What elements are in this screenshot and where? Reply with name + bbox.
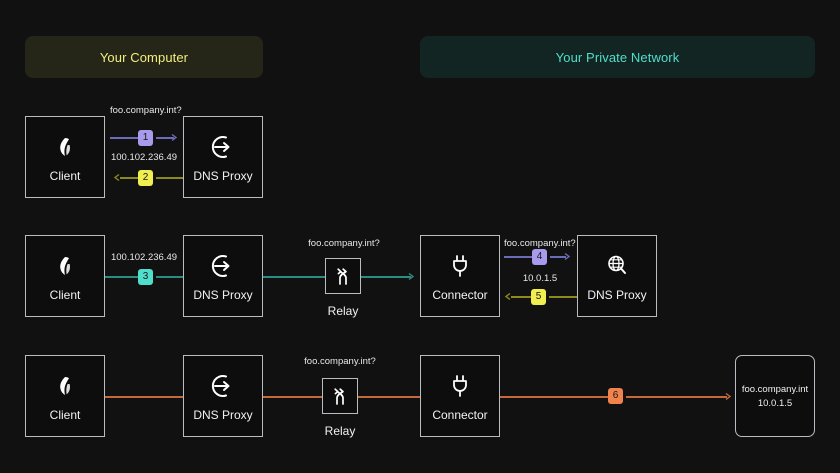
node-label: Client <box>49 168 81 183</box>
edge-label: foo.company.int? <box>308 238 380 249</box>
arrow-head-icon <box>725 392 732 401</box>
edge-label: foo.company.int? <box>110 105 182 116</box>
banner-your-computer: Your Computer <box>25 36 263 78</box>
node-client-row3: Client <box>25 355 105 437</box>
shuffle-arrows-icon <box>330 386 350 406</box>
edge-line <box>156 177 183 179</box>
step-badge-4: 4 <box>532 249 547 265</box>
edge-line <box>105 396 183 398</box>
edge-line <box>500 396 608 398</box>
node-relay-label: Relay <box>327 304 359 318</box>
node-label: Client <box>49 407 81 422</box>
node-label: DNS Proxy <box>193 168 253 183</box>
edge-line <box>504 256 532 258</box>
edge-line <box>156 137 174 139</box>
endpoint-ip: 10.0.1.5 <box>757 397 793 409</box>
node-label: DNS Proxy <box>193 287 253 302</box>
node-dns-proxy-row2: DNS Proxy <box>183 235 263 317</box>
edge-line <box>511 296 531 298</box>
node-connector-row2: Connector <box>420 235 500 317</box>
node-connector-row3: Connector <box>420 355 500 437</box>
edge-line <box>263 396 322 398</box>
edge-line <box>156 276 183 278</box>
node-client-row1: Client <box>25 116 105 198</box>
edge-label: foo.company.int? <box>504 238 576 249</box>
banner-your-private-network: Your Private Network <box>420 36 815 78</box>
arrow-head-icon <box>113 173 120 182</box>
node-label: DNS Proxy <box>193 407 253 422</box>
globe-search-icon <box>604 251 630 281</box>
arrow-into-circle-icon <box>210 132 236 162</box>
edge-line <box>626 396 727 398</box>
power-plug-icon <box>449 371 471 401</box>
node-label: Client <box>49 287 81 302</box>
node-relay-label: Relay <box>324 424 356 438</box>
edge-line <box>549 296 577 298</box>
arrow-head-icon <box>171 133 178 142</box>
endpoint-hostname: foo.company.int <box>741 383 809 395</box>
step-badge-3: 3 <box>138 269 153 285</box>
node-label: Connector <box>432 287 488 302</box>
arrow-head-icon <box>564 252 571 261</box>
arrow-into-circle-icon <box>210 251 236 281</box>
node-label: DNS Proxy <box>587 287 647 302</box>
banner-your-computer-label: Your Computer <box>99 49 189 65</box>
edge-line <box>550 256 566 258</box>
node-relay-row3 <box>322 378 358 414</box>
power-plug-icon <box>449 251 471 281</box>
edge-line <box>120 177 138 179</box>
edge-line <box>105 276 138 278</box>
node-dns-proxy-row1: DNS Proxy <box>183 116 263 198</box>
tailscale-logo-icon <box>55 132 75 162</box>
edge-label: 10.0.1.5 <box>522 273 558 284</box>
edge-line <box>110 137 138 139</box>
banner-your-private-network-label: Your Private Network <box>555 49 680 65</box>
node-client-row2: Client <box>25 235 105 317</box>
edge-label: foo.company.int? <box>304 356 376 367</box>
node-dns-proxy-row3: DNS Proxy <box>183 355 263 437</box>
step-badge-5: 5 <box>531 289 546 305</box>
step-badge-2: 2 <box>138 170 153 186</box>
step-badge-6: 6 <box>608 388 623 404</box>
arrow-head-icon <box>504 292 511 301</box>
shuffle-arrows-icon <box>333 266 353 286</box>
arrow-into-circle-icon <box>210 371 236 401</box>
node-relay-row2 <box>325 258 361 294</box>
step-badge-1: 1 <box>138 130 153 146</box>
edge-line <box>263 276 325 278</box>
node-label: Connector <box>432 407 488 422</box>
edge-line <box>361 276 411 278</box>
node-dns-proxy-remote-row2: DNS Proxy <box>577 235 657 317</box>
tailscale-logo-icon <box>55 251 75 281</box>
node-endpoint-host: foo.company.int 10.0.1.5 <box>735 355 815 437</box>
edge-label: 100.102.236.49 <box>110 152 178 163</box>
edge-label: 100.102.236.49 <box>110 252 178 263</box>
edge-line <box>358 396 420 398</box>
arrow-head-icon <box>408 272 415 281</box>
tailscale-logo-icon <box>55 371 75 401</box>
